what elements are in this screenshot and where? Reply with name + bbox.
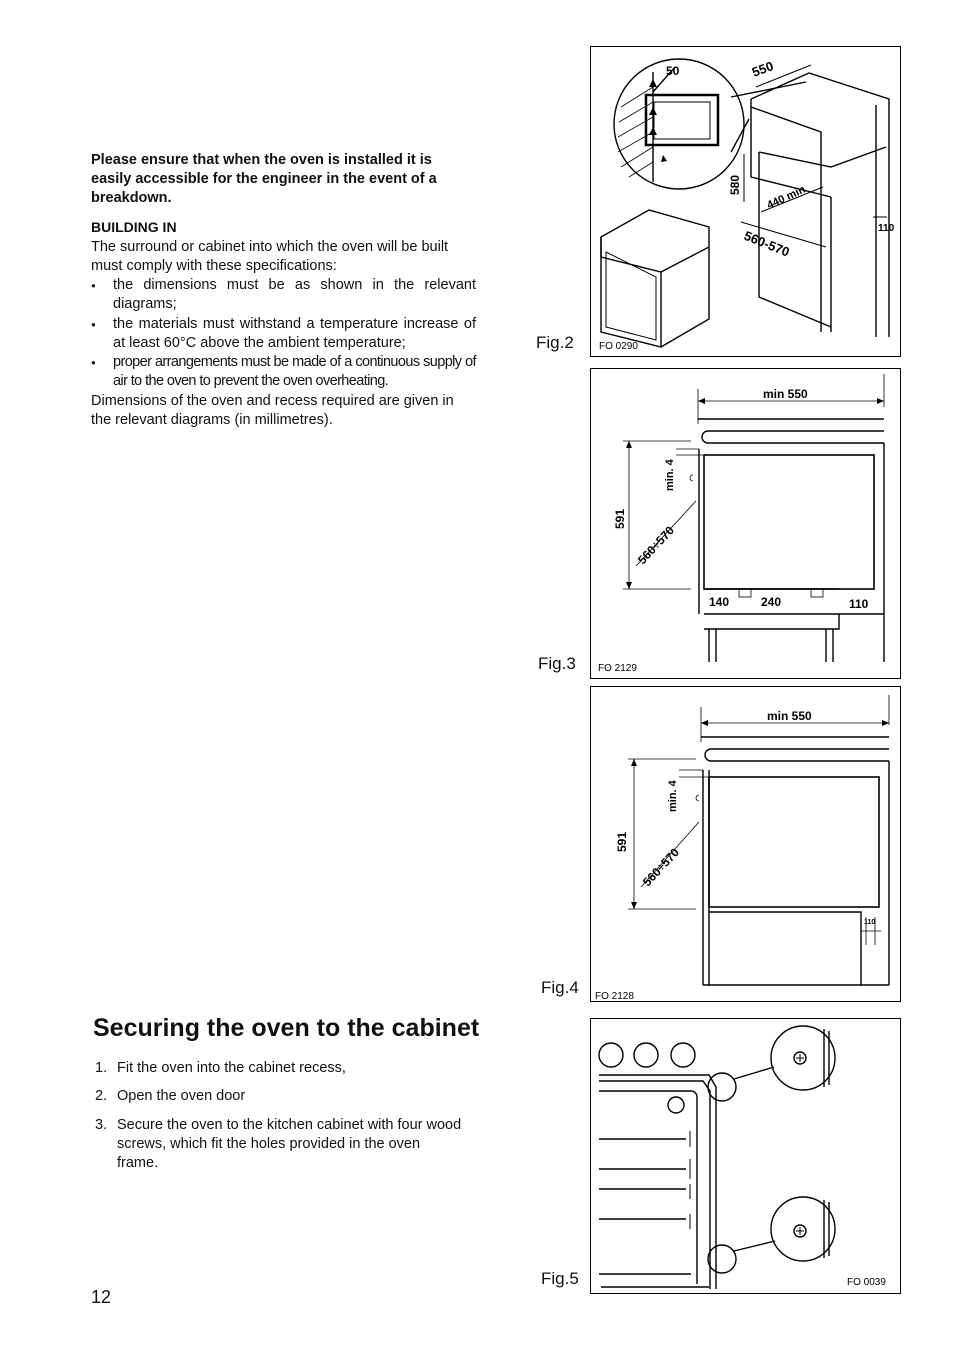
fig4-dim-110: 110 <box>864 919 875 926</box>
step-text: Fit the oven into the cabinet recess, <box>117 1060 346 1076</box>
fig2-dim-580: 580 <box>728 175 742 195</box>
page-number: 12 <box>91 1287 112 1307</box>
fig2-dim-560: 560-570 <box>742 228 792 260</box>
fig5-diagram: FO 0039 <box>590 1018 901 1294</box>
fig4-code: FO 2128 <box>595 991 634 1002</box>
step-text: Secure the oven to the kitchen cabinet w… <box>117 1116 462 1172</box>
fig5-label: Fig.5 <box>541 1269 579 1288</box>
fig3-drawing: min 550 min. 4 591 560÷570 140 240 110 F… <box>598 374 885 674</box>
fig3-dim-height: 591 <box>613 509 627 529</box>
fig4-dim-gap: min. 4 <box>667 779 679 812</box>
fig4-dim-width: min 550 <box>767 709 812 723</box>
step-item: 3. Secure the oven to the kitchen cabinet… <box>93 1116 463 1174</box>
fig4-dim-height: 591 <box>615 832 629 852</box>
fig4-dim-depth: 560÷570 <box>640 845 682 889</box>
fig2-dim-440: 440 min <box>765 183 807 211</box>
fig3-label: Fig.3 <box>538 654 576 673</box>
fig5-code: FO 0039 <box>847 1277 886 1288</box>
fig4-diagram: min 550 min. 4 591 560÷570 110 FO 2128 <box>590 686 901 1002</box>
fig2-dim-50: 50 <box>666 64 680 78</box>
step-item: 2. Open the oven door <box>93 1087 463 1106</box>
fig2-drawing: 50 550 580 440 min 560-570 110 FO 0290 <box>599 58 895 352</box>
fig4-drawing: min 550 min. 4 591 560÷570 110 FO 2128 <box>595 695 890 1002</box>
fig3-dim-110: 110 <box>849 597 869 611</box>
fig3-code: FO 2129 <box>598 663 637 674</box>
spec-item: the dimensions must be as shown in the r… <box>91 276 476 315</box>
fig2-dim-110: 110 <box>878 223 895 234</box>
step-number: 3. <box>95 1116 108 1133</box>
fig3-dim-240: 240 <box>761 595 781 609</box>
dimensions-note: Dimensions of the oven and recess requir… <box>91 393 454 428</box>
fig2-code: FO 0290 <box>599 341 638 352</box>
spec-list: the dimensions must be as shown in the r… <box>91 276 477 392</box>
spec-item: proper arrangements must be made of a co… <box>91 353 477 392</box>
step-text: Open the oven door <box>117 1088 246 1105</box>
warning-note: Please ensure that when the oven is inst… <box>91 152 437 206</box>
fig3-diagram: min 550 min. 4 591 560÷570 140 240 110 F… <box>590 368 901 679</box>
fig4-label: Fig.4 <box>541 978 579 997</box>
step-number: 1. <box>95 1060 108 1076</box>
fig2-label: Fig.2 <box>536 333 574 352</box>
securing-steps: 1.Fit the oven into the cabinet recess, … <box>93 1059 463 1182</box>
fig2-diagram: 50 550 580 440 min 560-570 110 FO 0290 <box>590 46 901 357</box>
fig3-dim-gap: min. 4 <box>664 458 676 491</box>
fig3-dim-width: min 550 <box>763 387 808 401</box>
step-item: 1. Fit the oven into the cabinet recess, <box>93 1059 463 1078</box>
spec-item: the materials must withstand a temperatu… <box>91 315 476 354</box>
fig5-drawing: FO 0039 <box>598 1025 886 1289</box>
building-in-heading: BUILDING IN <box>91 219 177 235</box>
fig3-dim-140: 140 <box>709 595 729 609</box>
securing-heading: Securing the oven to the cabinet <box>93 1014 480 1042</box>
fig2-dim-550: 550 <box>750 58 776 80</box>
building-in-intro: The surround or cabinet into which the o… <box>91 239 449 274</box>
fig3-dim-depth: 560÷570 <box>635 523 677 567</box>
step-number: 2. <box>95 1088 108 1105</box>
